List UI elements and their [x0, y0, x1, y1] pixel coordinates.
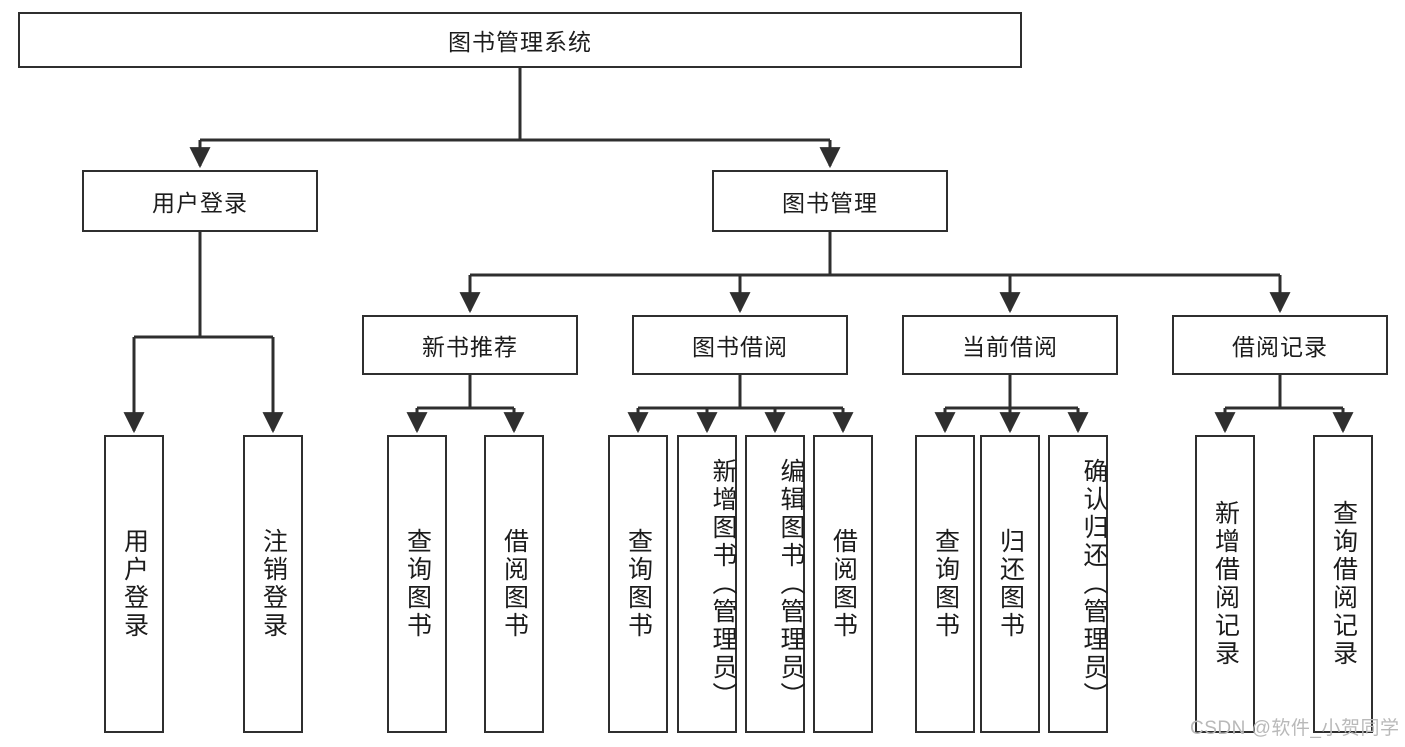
leaf-book-borrow-borrow-book[interactable]: 借阅图书	[813, 435, 873, 733]
leaf-user-login-signout[interactable]: 注销登录	[243, 435, 303, 733]
leaf-borrow-records-add-record[interactable]: 新增借阅记录	[1195, 435, 1255, 733]
leaf-book-borrow-add-book-admin[interactable]: 新增图书（管理员）	[677, 435, 737, 733]
node-book-borrowing[interactable]: 图书借阅	[632, 315, 848, 375]
leaf-new-books-borrow-book[interactable]: 借阅图书	[484, 435, 544, 733]
leaf-book-borrow-query-book[interactable]: 查询图书	[608, 435, 668, 733]
node-label: 归还图书	[996, 528, 1025, 640]
leaf-current-borrow-return-book[interactable]: 归还图书	[980, 435, 1040, 733]
node-label: 新增借阅记录	[1211, 500, 1240, 668]
leaf-current-borrow-query-book[interactable]: 查询图书	[915, 435, 975, 733]
leaf-borrow-records-query-record[interactable]: 查询借阅记录	[1313, 435, 1373, 733]
node-label: 注销登录	[259, 528, 288, 640]
node-label: 新增图书（管理员）	[709, 458, 737, 710]
leaf-new-books-query-book[interactable]: 查询图书	[387, 435, 447, 733]
node-label: 当前借阅	[962, 334, 1058, 360]
leaf-user-login-signin[interactable]: 用户登录	[104, 435, 164, 733]
node-user-login[interactable]: 用户登录	[82, 170, 318, 232]
csdn-watermark: CSDN @软件_小贺同学	[1190, 718, 1400, 739]
node-borrowing-records[interactable]: 借阅记录	[1172, 315, 1388, 375]
leaf-book-borrow-edit-book-admin[interactable]: 编辑图书（管理员）	[745, 435, 805, 733]
node-label: 借阅图书	[500, 528, 529, 640]
node-book-management[interactable]: 图书管理	[712, 170, 948, 232]
node-label: 用户登录	[120, 528, 149, 640]
node-label: 新书推荐	[422, 334, 518, 360]
node-new-book-recommendation[interactable]: 新书推荐	[362, 315, 578, 375]
node-label: 借阅图书	[829, 528, 858, 640]
node-current-borrowing[interactable]: 当前借阅	[902, 315, 1118, 375]
node-root-book-management-system[interactable]: 图书管理系统	[18, 12, 1022, 68]
node-label: 查询图书	[931, 528, 960, 640]
node-label: 图书借阅	[692, 334, 788, 360]
node-label: 查询图书	[624, 528, 653, 640]
node-label: 查询图书	[403, 528, 432, 640]
node-label: 图书管理系统	[448, 29, 592, 55]
node-label: 编辑图书（管理员）	[777, 458, 805, 710]
node-label: 确认归还（管理员）	[1080, 458, 1108, 710]
node-label: 借阅记录	[1232, 334, 1328, 360]
node-label: 图书管理	[782, 190, 878, 216]
node-label: 查询借阅记录	[1329, 500, 1358, 668]
leaf-current-borrow-confirm-return-admin[interactable]: 确认归还（管理员）	[1048, 435, 1108, 733]
node-label: 用户登录	[152, 190, 248, 216]
